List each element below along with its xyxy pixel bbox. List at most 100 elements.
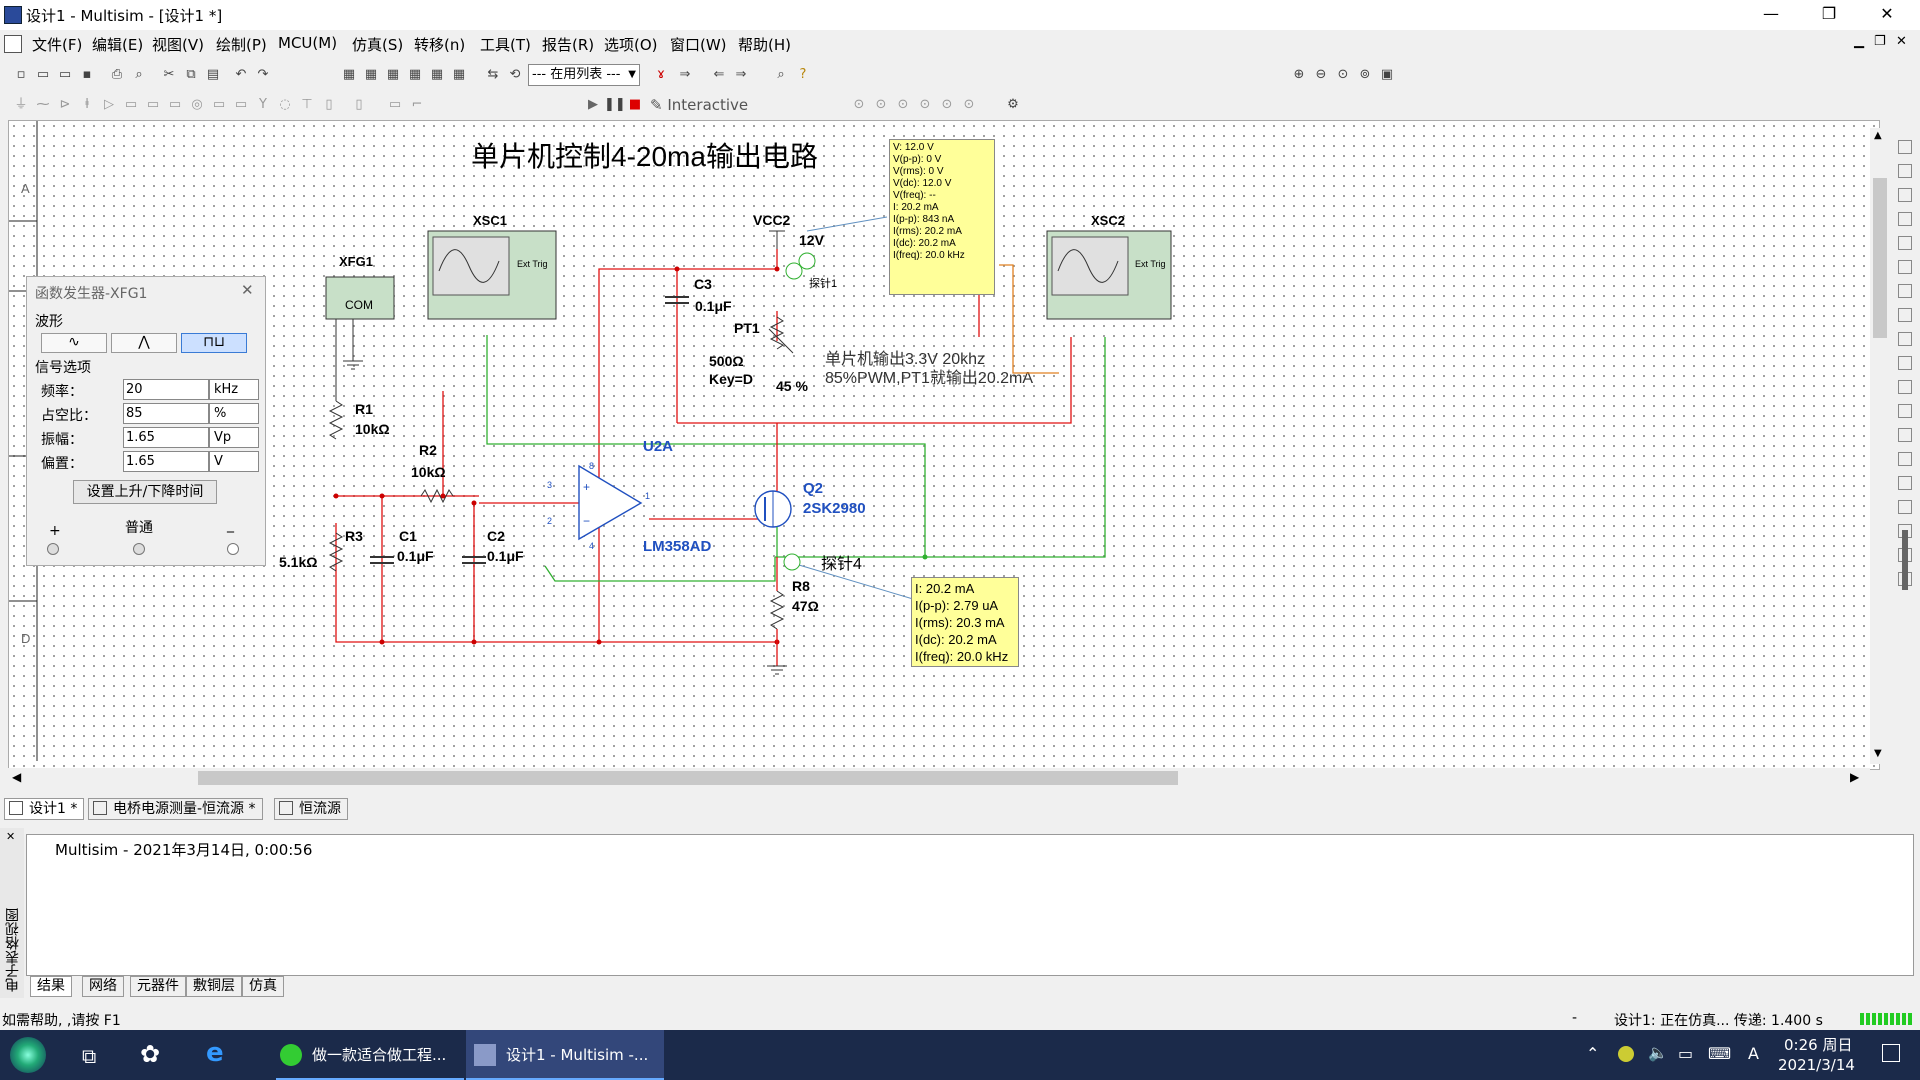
open-icon[interactable]: ▭ [36, 67, 50, 82]
fg-amplitude-unit[interactable]: Vp [209, 427, 259, 448]
tab-design1[interactable]: 设计1 * [4, 798, 85, 820]
place-connector-icon[interactable]: ▯ [325, 97, 333, 112]
spectrum-analyzer-icon[interactable] [1898, 404, 1912, 418]
bode-plotter-icon[interactable] [1898, 236, 1912, 250]
function-generator-icon[interactable] [1898, 164, 1912, 178]
xsc1-instrument[interactable]: XSC1 Ext Trig [427, 213, 557, 320]
fg-plus-terminal[interactable] [47, 543, 59, 555]
place-hierarchical-icon[interactable]: ▯ [355, 97, 363, 112]
agilent-multimeter-icon[interactable] [1898, 476, 1912, 490]
grapher-icon[interactable]: ▦ [364, 67, 378, 82]
analog-component-icon[interactable]: ▷ [104, 97, 114, 112]
undo-icon[interactable]: ↶ [235, 67, 247, 82]
zoom-in-icon[interactable]: ⊕ [1293, 67, 1305, 82]
fg-offset-unit[interactable]: V [209, 451, 259, 472]
new-icon[interactable]: ▫ [16, 67, 26, 82]
run-simulation-icon[interactable]: ▶ [588, 97, 598, 112]
hierarchy-icon[interactable]: ⇆ [487, 67, 499, 82]
panel-close-icon[interactable]: ✕ [6, 830, 16, 843]
tray-up-icon[interactable]: ⌃ [1586, 1044, 1600, 1063]
in-use-list-select[interactable]: --- 在用列表 --- ▼ [528, 64, 640, 86]
source-component-icon[interactable]: ⏚ [14, 97, 28, 112]
probe1-voltmeter[interactable] [798, 252, 816, 270]
agilent-generator-icon[interactable] [1898, 452, 1912, 466]
rise-fall-time-button[interactable]: 设置上升/下降时间 [73, 480, 217, 504]
menu-edit[interactable]: 编辑(E) [92, 36, 144, 54]
redo-icon[interactable]: ↷ [257, 67, 269, 82]
probe1-ammeter[interactable] [785, 262, 803, 280]
network-icon[interactable]: ▭ [1678, 1044, 1694, 1063]
scroll-left-arrow[interactable]: ◀ [12, 770, 22, 784]
tray-app-icon[interactable] [1618, 1046, 1634, 1062]
tab-nets[interactable]: 网络 [82, 976, 124, 997]
u2a-opamp[interactable] [578, 464, 643, 541]
menu-transfer[interactable]: 转移(n) [414, 36, 466, 54]
iv-analyzer-icon[interactable] [1898, 356, 1912, 370]
minimize-button[interactable]: — [1763, 4, 1779, 23]
place-probe-icon[interactable]: ⊤ [301, 97, 313, 112]
fg-common-terminal[interactable] [133, 543, 145, 555]
menu-view[interactable]: 视图(V) [152, 36, 204, 54]
clock-time[interactable]: 0:26 周日 [1784, 1036, 1853, 1054]
probe-current-icon[interactable]: ⊙ [875, 97, 887, 112]
erc-icon[interactable]: ɤ [657, 67, 665, 82]
fg-frequency-unit[interactable]: kHz [209, 379, 259, 400]
paste-icon[interactable]: ▤ [206, 67, 220, 82]
electromech-component-icon[interactable]: ◌ [279, 97, 291, 112]
component-wizard-icon[interactable]: ▦ [430, 67, 444, 82]
power-component-icon[interactable]: ▭ [234, 97, 248, 112]
wattmeter-icon[interactable] [1898, 188, 1912, 202]
simulation-mode[interactable]: ✎ Interactive [650, 96, 748, 114]
tab-copper-layers[interactable]: 敷铜层 [186, 976, 242, 997]
print-preview-icon[interactable]: ⌕ [135, 67, 143, 82]
database-icon[interactable]: ▦ [452, 67, 466, 82]
distortion-analyzer-icon[interactable] [1898, 380, 1912, 394]
save-icon[interactable]: ▪ [82, 67, 92, 82]
fg-duty-cycle-unit[interactable]: % [209, 403, 259, 424]
task-view-icon[interactable]: ⧉ [82, 1044, 97, 1068]
tab-components[interactable]: 元器件 [130, 976, 186, 997]
mdi-minimize-button[interactable]: ▁ [1854, 34, 1864, 49]
oscilloscope-icon[interactable] [1898, 212, 1912, 226]
find-examples-icon[interactable]: ⌕ [777, 67, 785, 82]
mdi-close-button[interactable]: ✕ [1896, 34, 1907, 49]
probe-voltage-icon[interactable]: ⊙ [853, 97, 865, 112]
ttl-component-icon[interactable]: ▭ [124, 97, 138, 112]
pinwheel-app-icon[interactable]: ✿ [140, 1040, 161, 1068]
mcu-component-icon[interactable]: ▭ [168, 97, 182, 112]
task-browser[interactable]: 做一款适合做工程... [276, 1030, 464, 1080]
back-annotate-icon[interactable]: ⇐ [713, 67, 725, 82]
help-icon[interactable]: ? [799, 67, 807, 82]
tab-results[interactable]: 结果 [30, 976, 72, 997]
open-sample-icon[interactable]: ▭ [58, 67, 72, 82]
stop-simulation-icon[interactable]: ■ [628, 97, 642, 112]
horizontal-scrollbar[interactable]: ◀ ▶ [8, 768, 1870, 788]
logic-converter-icon[interactable] [1898, 332, 1912, 346]
zoom-sheet-icon[interactable]: ⊚ [1359, 67, 1371, 82]
tab-constant-current[interactable]: 恒流源 [274, 798, 348, 820]
basic-component-icon[interactable]: ⁓ [36, 97, 50, 112]
diode-component-icon[interactable]: ⊳ [59, 97, 71, 112]
replace-by-icon[interactable]: ⟲ [509, 67, 521, 82]
square-wave-button[interactable]: ⊓⊔ [181, 333, 247, 353]
menu-window[interactable]: 窗口(W) [670, 36, 727, 54]
vertical-scrollbar[interactable]: ▲ ▼ [1870, 128, 1890, 764]
fg-minus-terminal[interactable] [227, 543, 239, 555]
menu-reports[interactable]: 报告(R) [542, 36, 595, 54]
notification-icon[interactable] [1882, 1044, 1900, 1062]
mdi-restore-button[interactable]: ❐ [1874, 34, 1886, 49]
menu-simulate[interactable]: 仿真(S) [352, 36, 404, 54]
probe-settings-icon[interactable]: ⚙ [1007, 97, 1019, 112]
agilent-scope-icon[interactable] [1898, 500, 1912, 514]
start-orb-icon[interactable] [10, 1037, 46, 1073]
vertical-scroll-thumb[interactable] [1873, 178, 1887, 338]
zoom-out-icon[interactable]: ⊖ [1315, 67, 1327, 82]
probe4-ammeter[interactable] [783, 553, 801, 571]
sine-wave-button[interactable]: ∿ [41, 333, 107, 353]
place-bus-entry-icon[interactable]: ⌐ [411, 97, 423, 112]
clock-date[interactable]: 2021/3/14 [1778, 1056, 1855, 1074]
probe-digital-icon[interactable]: ⊙ [963, 97, 975, 112]
place-bus-icon[interactable]: ▭ [388, 97, 402, 112]
scroll-down-arrow[interactable]: ▼ [1874, 748, 1882, 759]
menu-file[interactable]: 文件(F) [32, 36, 83, 54]
